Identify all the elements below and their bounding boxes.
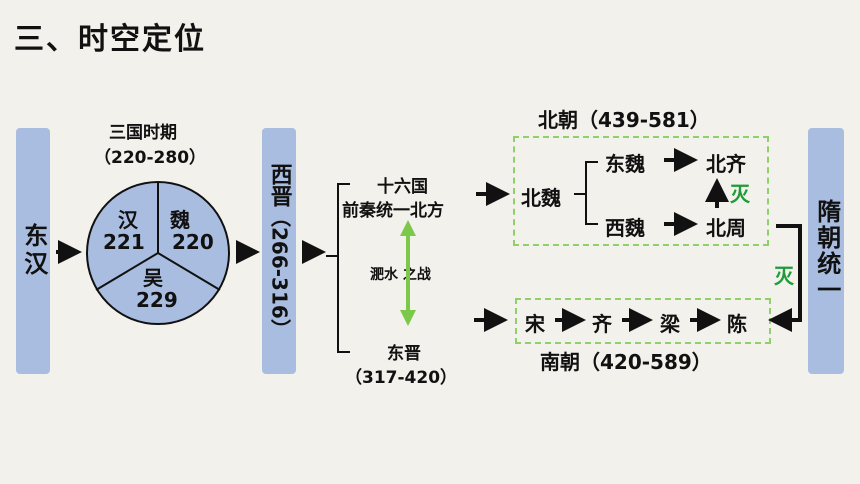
- wei-year: 220: [172, 230, 214, 254]
- former-qin-label: 前秦统一北方: [342, 201, 444, 221]
- bei-qi-label: 北齐: [706, 152, 746, 176]
- page-title: 三、时空定位: [14, 22, 206, 57]
- wu-year: 229: [136, 288, 178, 312]
- east-han-label: 东汉: [19, 223, 48, 279]
- han-name: 汉: [118, 208, 138, 232]
- eastern-jin-label: 东晋: [387, 344, 421, 364]
- eastern-jin-years: （317-420）: [345, 368, 458, 388]
- battle-label: 淝水 之战: [370, 267, 431, 283]
- han-year: 221: [103, 230, 145, 254]
- bei-zhou-label: 北周: [706, 216, 746, 240]
- western-jin-years: （266-316）: [267, 207, 292, 339]
- northern-dynasties-box: [513, 136, 769, 246]
- mie-northern-label: 灭: [730, 182, 750, 206]
- western-jin-bar: 西晋 （266-316）: [262, 128, 296, 374]
- northern-dynasties-title: 北朝（439-581）: [538, 108, 710, 132]
- sui-unification-bar: 隋朝统一: [808, 128, 844, 374]
- east-han-bar: 东汉: [16, 128, 50, 374]
- song-label: 宋: [525, 312, 545, 336]
- wei-name: 魏: [170, 208, 190, 232]
- liang-label: 梁: [660, 312, 680, 336]
- chen-label: 陈: [727, 312, 747, 336]
- wu-name: 吴: [143, 266, 163, 290]
- qi-label: 齐: [592, 312, 612, 336]
- three-kingdoms-years: （220-280）: [94, 148, 207, 168]
- three-kingdoms-pie: [86, 181, 230, 325]
- dong-wei-label: 东魏: [605, 152, 645, 176]
- three-kingdoms-label: 三国时期: [109, 123, 177, 143]
- bei-wei-label: 北魏: [521, 186, 561, 210]
- sixteen-kingdoms-label: 十六国: [377, 177, 428, 197]
- xi-wei-label: 西魏: [605, 216, 645, 240]
- western-jin-label: 西晋: [266, 163, 292, 208]
- mie-southern-label: 灭: [774, 264, 794, 288]
- southern-dynasties-title: 南朝（420-589）: [540, 350, 712, 374]
- sui-unification-label: 隋朝统一: [812, 199, 841, 303]
